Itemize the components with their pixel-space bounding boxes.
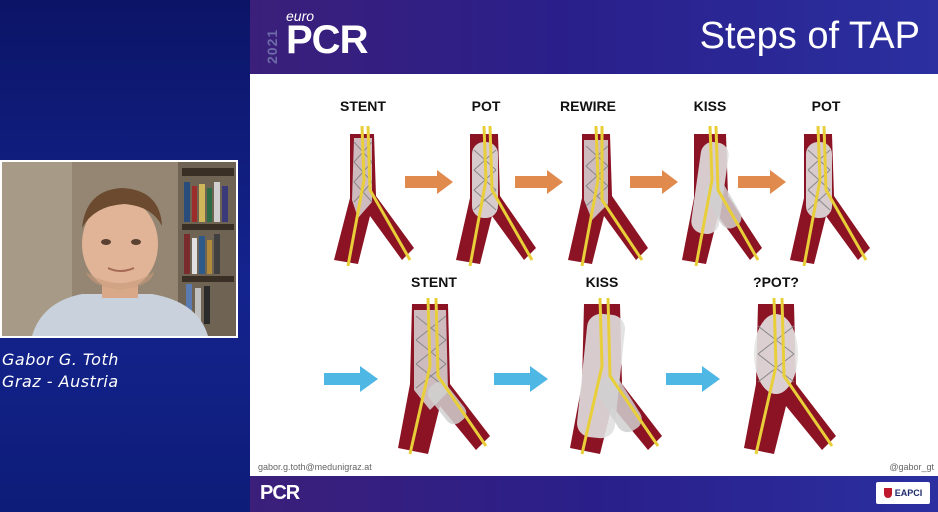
stent-diagram-2 <box>456 125 536 266</box>
speaker-video-image <box>2 162 236 336</box>
eapci-badge: EAPCI <box>876 482 930 504</box>
step-label-tap-stent: STENT <box>411 274 457 290</box>
logo-euro: euro <box>286 8 315 24</box>
speaker-name: Gabor G. Toth <box>2 350 119 369</box>
stent-diagram-3 <box>568 125 648 266</box>
footer-email: gabor.g.toth@medunigraz.at <box>258 462 372 472</box>
tap-diagram-3 <box>744 297 836 455</box>
shield-icon <box>883 488 892 498</box>
slide-title: Steps of TAP <box>699 15 920 57</box>
step-label-tap-pot: ?POT? <box>753 274 799 290</box>
eapci-label: EAPCI <box>894 488 923 498</box>
stent-diagram-4 <box>682 125 762 266</box>
stent-diagram-1 <box>334 125 414 266</box>
tap-diagram-2 <box>570 297 662 455</box>
arrow-right-icon <box>738 170 786 194</box>
step-label-stent: STENT <box>340 98 386 114</box>
logo-year: 2021 <box>264 28 280 64</box>
arrow-right-icon <box>630 170 678 194</box>
speaker-location: Graz - Austria <box>2 372 119 391</box>
logo-pcr: PCR <box>286 18 368 62</box>
step-label-kiss: KISS <box>693 98 727 114</box>
arrow-right-icon <box>324 366 378 392</box>
step-label-tap-kiss: KISS <box>585 274 619 290</box>
arrow-right-icon <box>494 366 548 392</box>
footer-pcr-logo: PCR <box>260 482 300 504</box>
footer-handle: @gabor_gt <box>889 462 934 472</box>
step-label-rewire: REWIRE <box>560 98 616 114</box>
arrow-right-icon <box>666 366 720 392</box>
slide-footer-bar: PCR EAPCI <box>250 476 938 512</box>
arrow-right-icon <box>405 170 453 194</box>
step-label-pot: POT <box>471 98 501 114</box>
stent-diagram-5 <box>790 125 870 266</box>
slide-header: 2021 euro PCR Steps of TAP <box>250 0 938 74</box>
arrow-right-icon <box>515 170 563 194</box>
step-label-pot-final: POT <box>811 98 841 114</box>
presentation-slide: 2021 euro PCR Steps of TAP STENT POT REW… <box>250 0 938 512</box>
tap-diagram-1 <box>398 297 490 455</box>
webcam-video <box>0 160 238 338</box>
